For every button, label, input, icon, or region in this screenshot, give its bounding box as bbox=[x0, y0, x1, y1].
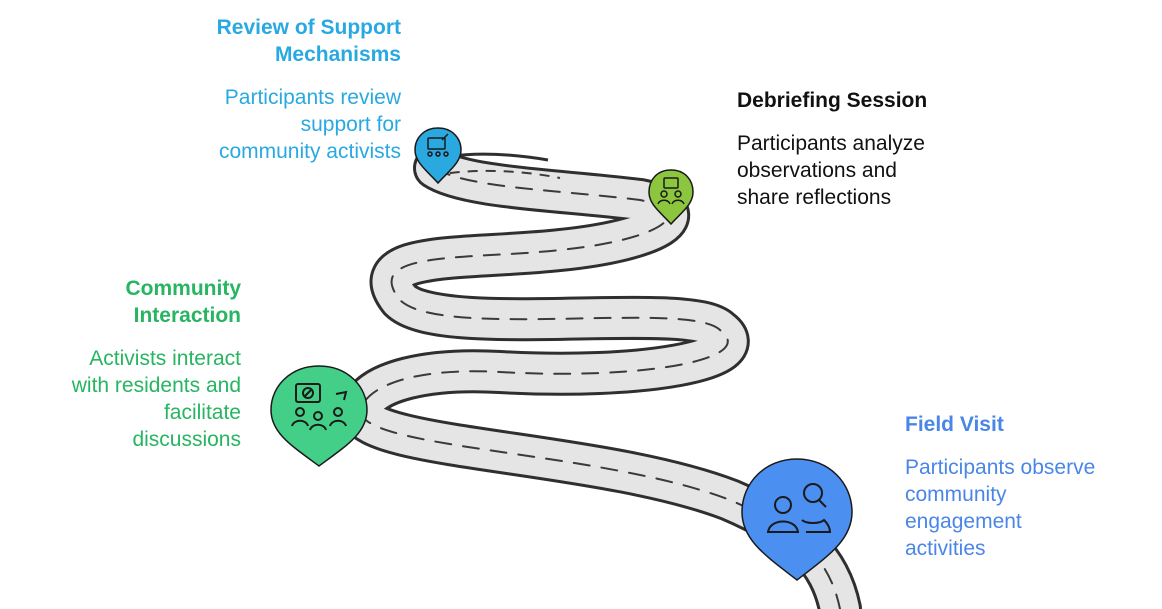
debriefing-icon bbox=[657, 177, 685, 205]
pin-debrief bbox=[648, 169, 694, 226]
step-debrief-title: Debriefing Session bbox=[737, 89, 928, 112]
community-interaction-icon bbox=[291, 383, 348, 431]
step-community-description: Activists interact with residents and fa… bbox=[71, 347, 241, 451]
step-debrief-description: Participants analyze observations and sh… bbox=[737, 132, 925, 209]
step-field-title: Field Visit bbox=[905, 413, 1004, 436]
step-field-description: Participants observe community engagemen… bbox=[905, 456, 1096, 560]
step-field: Field Visit Participants observe communi… bbox=[905, 411, 1162, 562]
road-center-line bbox=[358, 167, 841, 609]
step-community: Community Interaction Activists interact… bbox=[0, 275, 241, 453]
field-visit-icon bbox=[766, 483, 832, 533]
pin-review bbox=[414, 127, 462, 185]
pin-field bbox=[741, 458, 853, 581]
step-review-description: Participants review support for communit… bbox=[218, 86, 401, 163]
road-tail-inner bbox=[431, 169, 561, 179]
support-review-icon bbox=[427, 133, 449, 157]
step-debrief: Debriefing Session Participants analyze … bbox=[737, 87, 1037, 211]
step-review: Review of Support Mechanisms Participant… bbox=[101, 14, 401, 165]
pin-community bbox=[270, 365, 368, 467]
step-review-title: Review of Support Mechanisms bbox=[216, 16, 401, 66]
step-community-title: Community Interaction bbox=[125, 277, 242, 327]
